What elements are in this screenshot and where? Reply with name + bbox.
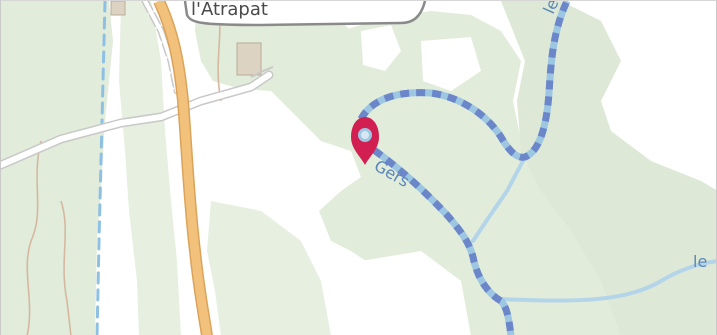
map-pin-hole-inner (361, 131, 369, 139)
forest-area-east (501, 1, 716, 335)
stream-east (495, 259, 716, 303)
river-loop-dash (357, 1, 571, 161)
river-layer (357, 1, 571, 335)
place-outline (183, 1, 427, 27)
place-frame (110, 1, 427, 78)
track-left-2 (60, 200, 72, 335)
forest-area-southwest (207, 201, 331, 335)
forest-patch-east (421, 37, 481, 91)
building-top-left (110, 1, 126, 16)
main-road-layer (153, 1, 213, 335)
river-gers-dash (359, 138, 515, 335)
track-left (26, 140, 42, 335)
forest-patch-north (361, 25, 401, 71)
forest-area-left-strip (119, 1, 181, 335)
river-label-right: le (693, 252, 707, 271)
place-label-atrapat: l'Atrapat (191, 1, 268, 20)
main-road (154, 1, 212, 335)
map-pin-icon[interactable] (351, 117, 379, 165)
stream-left (95, 1, 107, 335)
minor-road-spur (250, 66, 274, 78)
stream-tributary (471, 155, 527, 243)
forest-area-left (1, 1, 113, 335)
stream-layer (95, 1, 716, 335)
clearing-south (351, 251, 471, 335)
forest-area-center (251, 11, 641, 335)
building-center (236, 42, 262, 76)
minor-road (1, 72, 272, 168)
